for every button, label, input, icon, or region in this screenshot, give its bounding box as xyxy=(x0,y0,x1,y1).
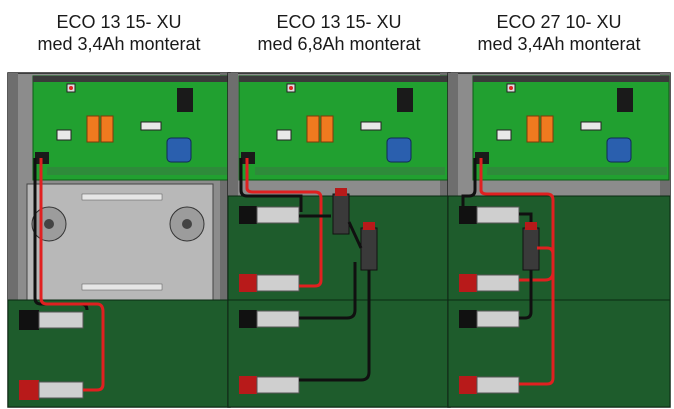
trimmer-capacitor xyxy=(166,137,192,163)
terminal-block-right xyxy=(177,88,193,112)
wire-black-3 xyxy=(347,221,363,249)
battery-upper-connector-negative xyxy=(476,206,520,224)
trimmer-capacitor xyxy=(386,137,412,163)
housing-side-left xyxy=(8,73,18,407)
terminal-block-right xyxy=(397,88,413,112)
pcb-board xyxy=(472,75,670,181)
pcb-label-strip xyxy=(255,167,445,175)
caption-title: ECO 13 15- XU xyxy=(56,12,182,32)
battery-connector-negative xyxy=(38,311,84,329)
caption-subtitle: med 6,8Ah monterat xyxy=(257,34,421,54)
pcb-board xyxy=(32,75,230,181)
pcb-top-connector-strip xyxy=(239,76,449,82)
wire-black-4 xyxy=(299,270,371,382)
wire-black xyxy=(33,158,89,311)
mount-screw-right xyxy=(182,219,192,229)
relay-right xyxy=(100,115,114,143)
unit-illustration-eco-13-15-6-8 xyxy=(227,72,451,408)
pcb-label-strip xyxy=(47,167,227,175)
pcb-fuse xyxy=(56,129,72,141)
battery-upper-connector-positive xyxy=(256,274,300,292)
battery-terminal-positive xyxy=(19,380,39,400)
pcb-top-connector-strip xyxy=(33,76,229,82)
wire-black-3 xyxy=(519,270,533,320)
pcb-fuse-2 xyxy=(140,121,162,131)
battery-upper-terminal-negative xyxy=(459,206,477,224)
caption-eco-13-15-3-4: ECO 13 15- XU med 3,4Ah monterat xyxy=(7,11,231,55)
unit-drawing xyxy=(447,72,671,408)
caption-subtitle: med 3,4Ah monterat xyxy=(37,34,201,54)
pcb-led xyxy=(509,86,513,90)
pcb-fuse xyxy=(496,129,512,141)
inline-fuse-cap xyxy=(525,222,537,230)
battery-upper-terminal-negative xyxy=(239,206,257,224)
battery-terminal-negative xyxy=(19,310,39,330)
pcb-board xyxy=(238,75,450,181)
relay-left xyxy=(526,115,540,143)
pcb-led xyxy=(69,86,73,90)
caption-subtitle: med 3,4Ah monterat xyxy=(477,34,641,54)
relay-right xyxy=(320,115,334,143)
battery-lower-connector-positive xyxy=(476,376,520,394)
caption-title: ECO 27 10- XU xyxy=(496,12,622,32)
caption-eco-13-15-6-8: ECO 13 15- XU med 6,8Ah monterat xyxy=(227,11,451,55)
pcb-fuse-2 xyxy=(580,121,602,131)
relay-right xyxy=(540,115,554,143)
battery-lower-terminal-positive xyxy=(239,376,257,394)
battery-connector-positive xyxy=(38,381,84,399)
pcb-fuse xyxy=(276,129,292,141)
unit-drawing xyxy=(7,72,231,408)
wire-black-2 xyxy=(519,212,533,222)
battery-lower-connector-negative xyxy=(256,310,300,328)
unit-illustration-eco-27-10-3-4 xyxy=(447,72,671,408)
battery-lower-connector-negative xyxy=(476,310,520,328)
caption-title: ECO 13 15- XU xyxy=(276,12,402,32)
battery-upper-terminal-positive xyxy=(459,274,477,292)
wire-red xyxy=(39,158,105,392)
wire-red-1 xyxy=(479,158,555,282)
inline-fuse-holder-1 xyxy=(332,193,350,235)
battery-upper-terminal-positive xyxy=(239,274,257,292)
pcb-fuse-2 xyxy=(360,121,382,131)
inline-fuse-holder-2 xyxy=(360,227,378,271)
pcb-top-connector-strip xyxy=(473,76,669,82)
wire-black-5 xyxy=(299,262,357,320)
battery-lower-connector-positive xyxy=(256,376,300,394)
unit-drawing xyxy=(227,72,451,408)
tray-slot-top xyxy=(81,193,163,201)
housing-side-right xyxy=(220,73,230,407)
pcb-led xyxy=(289,86,293,90)
wire-red-2 xyxy=(519,246,555,386)
terminal-block-right xyxy=(617,88,633,112)
wire-black-1 xyxy=(461,158,477,206)
battery-upper-connector-positive xyxy=(476,274,520,292)
battery-lower-terminal-positive xyxy=(459,376,477,394)
inline-fuse-cap-2 xyxy=(363,222,375,230)
caption-eco-27-10-3-4: ECO 27 10- XU med 3,4Ah monterat xyxy=(447,11,671,55)
pcb-label-strip xyxy=(487,167,667,175)
wire-black-1 xyxy=(239,158,303,212)
relay-left xyxy=(306,115,320,143)
mounting-tray xyxy=(26,183,214,301)
unit-illustration-eco-13-15-3-4 xyxy=(7,72,231,408)
mount-screw-left xyxy=(44,219,54,229)
tray-slot-bottom xyxy=(81,283,163,291)
trimmer-capacitor xyxy=(606,137,632,163)
battery-upper-connector-negative xyxy=(256,206,300,224)
wire-red-1 xyxy=(245,158,323,288)
battery-lower-terminal-negative xyxy=(239,310,257,328)
relay-left xyxy=(86,115,100,143)
inline-fuse-holder xyxy=(522,227,540,271)
inline-fuse-cap-1 xyxy=(335,188,347,196)
battery-lower-terminal-negative xyxy=(459,310,477,328)
